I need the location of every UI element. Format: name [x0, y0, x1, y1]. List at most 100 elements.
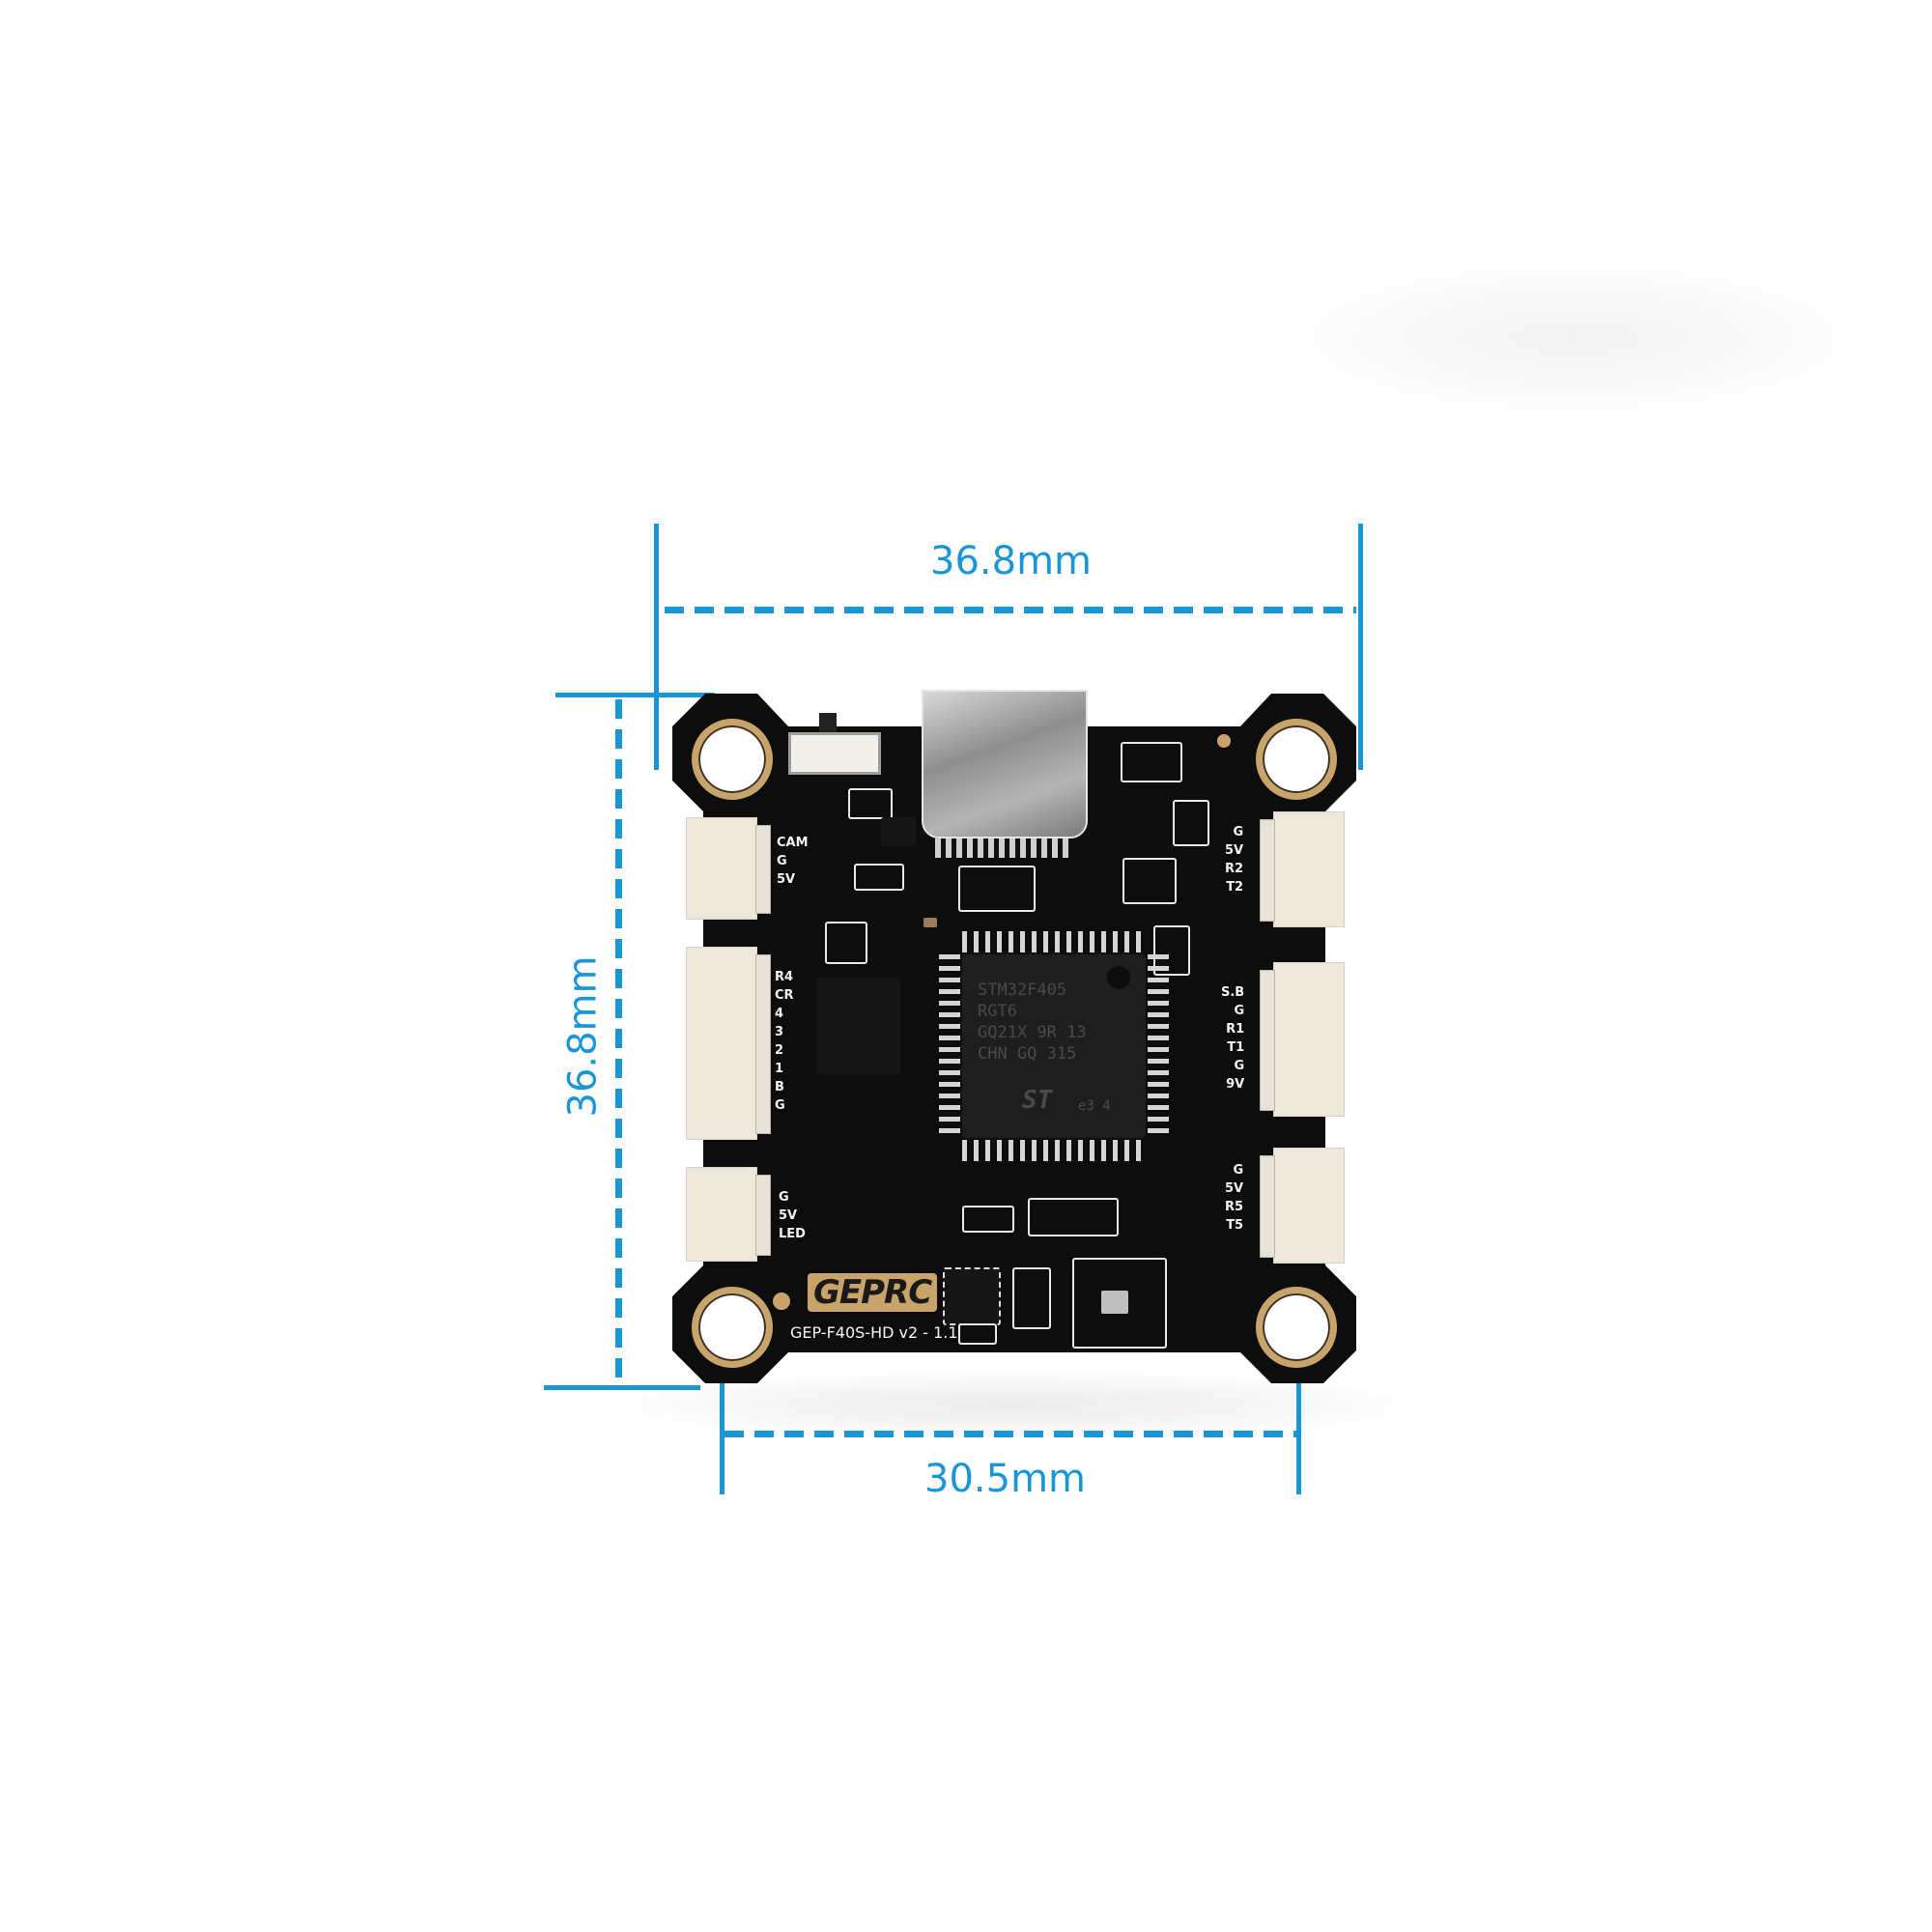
connector-left-bottom-pins [755, 1175, 771, 1256]
dim-bottom-spacing-label: 30.5mm [924, 1457, 1086, 1501]
diode [881, 817, 916, 846]
mcu-pins-right [1148, 954, 1169, 1138]
capacitor-pair [1153, 925, 1190, 976]
dim-left-bottom-extension-line [544, 1385, 700, 1390]
dim-top-left-extension-line [654, 524, 659, 770]
inductor [854, 864, 904, 891]
dim-bottom-right-extension-line [1296, 1377, 1301, 1494]
crystal [962, 1206, 1014, 1233]
flight-controller-board: CAM G 5V R4 CR 4 3 2 1 B G G 5V LED G 5V… [672, 690, 1356, 1383]
capacitor-pair [825, 922, 867, 964]
fiducial-dot [773, 1293, 790, 1310]
pin-label: CAM [777, 836, 809, 850]
st-logo-icon: ST [1022, 1086, 1053, 1115]
pin-label: G [1233, 1163, 1244, 1178]
connector-left-middle[interactable] [686, 947, 757, 1140]
connector-left-top-pins [755, 825, 771, 914]
mcu-marking: STM32F405 RGT6 GQ21X 9R 13 CHN GQ 315 [978, 980, 1087, 1065]
connector-left-middle-labels: R4 CR 4 3 2 1 B G [775, 968, 794, 1115]
mcu-pins-left [939, 954, 960, 1138]
pin-label: R1 [1226, 1022, 1245, 1037]
pin-label: R2 [1225, 862, 1244, 876]
pin-label: B [775, 1080, 784, 1094]
connector-right-bottom-labels: G 5V R5 T5 [1225, 1161, 1243, 1235]
pin-label: 4 [775, 1007, 784, 1021]
mcu-marking-line: CHN GQ 315 [978, 1044, 1077, 1064]
usb-c-pins [935, 838, 1070, 858]
pin-label: G [1234, 1004, 1245, 1018]
connector-right-middle-pins [1260, 970, 1275, 1111]
pin-label: 5V [779, 1208, 798, 1223]
mcu-pins-top [962, 931, 1146, 952]
board-model-label: GEP-F40S-HD v2 - 1.1 [790, 1323, 958, 1342]
connector-left-middle-pins [755, 954, 771, 1134]
mcu-marking-line: GQ21X 9R 13 [978, 1023, 1087, 1042]
connector-right-bottom[interactable] [1273, 1148, 1345, 1264]
brand-logo: GEPRC [808, 1273, 938, 1312]
connector-right-top[interactable] [1273, 811, 1345, 927]
dim-left-height-label: 36.8mm [560, 955, 606, 1118]
pin-label: 5V [1225, 1181, 1244, 1196]
pin-label: G [1233, 825, 1244, 839]
pin-label: CR [775, 988, 794, 1003]
mcu-chip: STM32F405 RGT6 GQ21X 9R 13 CHN GQ 315 ST… [962, 954, 1146, 1138]
barometer-chip [943, 1267, 1001, 1325]
connector-left-top[interactable] [686, 817, 757, 920]
pin-label: T2 [1226, 880, 1244, 895]
capacitor [923, 918, 937, 927]
capacitor [958, 1323, 997, 1345]
mounting-hole-top-left [692, 719, 773, 800]
pin-label: 2 [775, 1043, 784, 1058]
smd-component [1012, 1267, 1051, 1329]
boot-switch[interactable] [788, 732, 881, 775]
mounting-hole-bottom-right [1256, 1287, 1337, 1368]
resistor-array [958, 866, 1036, 912]
connector-right-top-pins [1260, 819, 1275, 922]
connector-left-bottom[interactable] [686, 1167, 757, 1262]
mcu-marking-line: STM32F405 [978, 980, 1067, 1000]
mcu-mark: e3 4 [1078, 1098, 1111, 1114]
pin1-dimple [1107, 966, 1130, 989]
dim-bottom-dashed-line [724, 1431, 1296, 1437]
pin-label: R4 [775, 970, 794, 984]
mcu-marking-line: RGT6 [978, 1002, 1017, 1021]
pin-label: G [777, 854, 787, 868]
mounting-hole-top-right [1256, 719, 1337, 800]
status-leds [1121, 742, 1182, 782]
resistor-array [1122, 858, 1177, 904]
connector-right-middle[interactable] [1273, 962, 1345, 1117]
smd-component [848, 788, 893, 819]
pin-label: R5 [1225, 1200, 1244, 1214]
boot-switch-knob[interactable] [819, 713, 837, 734]
smd-component [1173, 800, 1209, 846]
resistor-array [1028, 1198, 1119, 1236]
pin-label: T1 [1227, 1040, 1245, 1055]
pin-label: G [1234, 1059, 1245, 1073]
pin-label: 5V [777, 872, 796, 887]
dim-top-right-extension-line [1358, 524, 1363, 770]
pin-label: 3 [775, 1025, 784, 1039]
mcu-pins-bottom [962, 1140, 1146, 1161]
dim-bottom-left-extension-line [720, 1377, 724, 1494]
pin-label: 9V [1226, 1077, 1245, 1092]
dim-top-dashed-line [665, 607, 1356, 613]
gyro-pad [1101, 1291, 1128, 1314]
connector-right-bottom-pins [1260, 1155, 1275, 1258]
pin-label: G [779, 1190, 789, 1205]
pin-label: 1 [775, 1062, 784, 1076]
fiducial-dot [1217, 734, 1231, 748]
mounting-hole-bottom-left [692, 1287, 773, 1368]
dim-top-width-label: 36.8mm [930, 539, 1092, 583]
dim-left-top-extension-line [555, 693, 715, 697]
osd-chip [817, 978, 900, 1074]
pin-label: G [775, 1098, 785, 1113]
background-shadow [1285, 261, 1864, 415]
connector-left-bottom-labels: G 5V LED [779, 1188, 806, 1243]
connector-right-top-labels: G 5V R2 T2 [1225, 823, 1243, 896]
pin-label: T5 [1226, 1218, 1244, 1233]
pin-label: S.B [1221, 985, 1245, 1000]
pin-label: LED [779, 1227, 806, 1241]
connector-left-top-labels: CAM G 5V [777, 834, 809, 889]
gyro-chip [1072, 1258, 1167, 1349]
usb-c-port[interactable] [922, 690, 1088, 838]
